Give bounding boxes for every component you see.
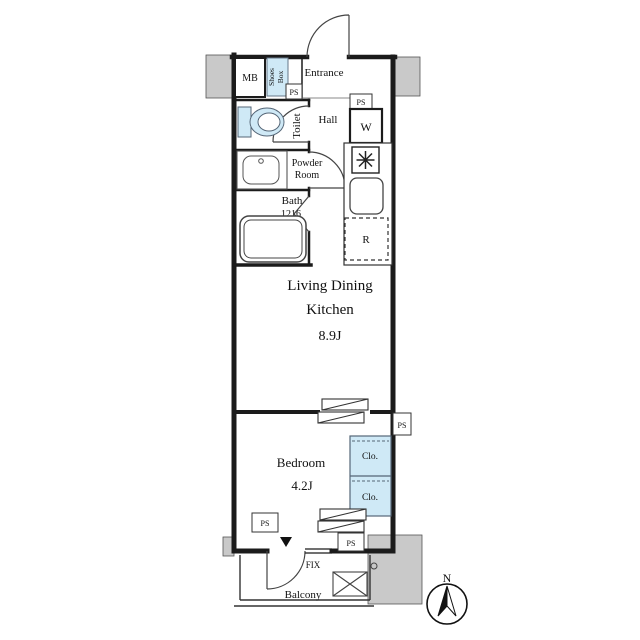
toilet-door-swing xyxy=(272,105,310,143)
ps-shaft-bottom-right-label: PS xyxy=(347,539,356,548)
powder-room-label-line1: Powder xyxy=(292,158,323,169)
ps-shaft-right xyxy=(392,412,412,436)
stove-icon xyxy=(351,146,380,174)
walls xyxy=(229,52,398,554)
hall-label: Hall xyxy=(319,114,338,126)
ps-shaft-bottom-right xyxy=(337,532,365,552)
entrance-door-swing xyxy=(306,14,350,58)
bedroom-size-label: 4.2J xyxy=(291,478,312,493)
bedroom-label: Bedroom xyxy=(277,455,325,470)
toilet-fixture xyxy=(237,106,285,138)
entrance-label: Entrance xyxy=(304,67,343,79)
compass-north-label: N xyxy=(443,571,452,585)
ldk-size-label: 8.9J xyxy=(319,329,343,344)
gray-block-top-right xyxy=(392,56,421,97)
kitchen-sink xyxy=(349,177,384,215)
sliding-window-bedroom xyxy=(317,508,367,533)
sliding-door-ldk-bedroom xyxy=(317,398,369,424)
compass-needle-right xyxy=(446,585,457,617)
shoes-box-label-line1: Shoes xyxy=(267,68,276,86)
refrigerator-label: R xyxy=(362,234,370,246)
ps-shaft-bottom-left-label: PS xyxy=(261,519,270,528)
balcony-label: Balcony xyxy=(285,589,322,601)
fix-window xyxy=(305,548,332,554)
closet-hanger-pipes xyxy=(352,440,389,482)
balcony-door-marker xyxy=(280,537,292,547)
compass: N xyxy=(426,571,468,625)
powder-room-label-line2: Room xyxy=(295,170,320,181)
vanity-sink-fixture xyxy=(236,150,288,190)
shoes-box xyxy=(266,57,289,97)
bath-size-label: 1216 xyxy=(281,209,301,220)
shoes-box-label-line2: Box xyxy=(276,71,285,84)
ldk-label-line1: Living Dining xyxy=(287,278,373,294)
closet-label-upper: Clo. xyxy=(362,452,378,462)
tap-symbol xyxy=(370,562,378,570)
bath-label: Bath xyxy=(282,195,303,207)
ps-shaft-top-right-label: PS xyxy=(357,98,366,107)
fix-window-label: FIX xyxy=(306,560,321,570)
balcony-outline xyxy=(234,555,374,607)
closets xyxy=(349,435,392,517)
closet-label-lower: Clo. xyxy=(362,493,378,503)
ps-shaft-entrance-label: PS xyxy=(290,88,299,97)
ac-unit-icon xyxy=(332,571,368,597)
toilet-label: Toilet xyxy=(291,113,303,139)
ps-shaft-bottom-left xyxy=(251,512,279,533)
washer-label: W xyxy=(360,120,372,134)
balcony-door-swing xyxy=(266,550,306,590)
ldk-label-line2: Kitchen xyxy=(306,302,354,318)
ps-shaft-right-label: PS xyxy=(398,421,407,430)
ps-shaft-entrance xyxy=(285,83,303,100)
meter-box-label: MB xyxy=(242,73,258,84)
gray-block-top-left xyxy=(205,54,235,99)
meter-box xyxy=(234,57,266,98)
bathtub-fixture xyxy=(239,215,307,263)
refrigerator-space xyxy=(344,217,389,261)
